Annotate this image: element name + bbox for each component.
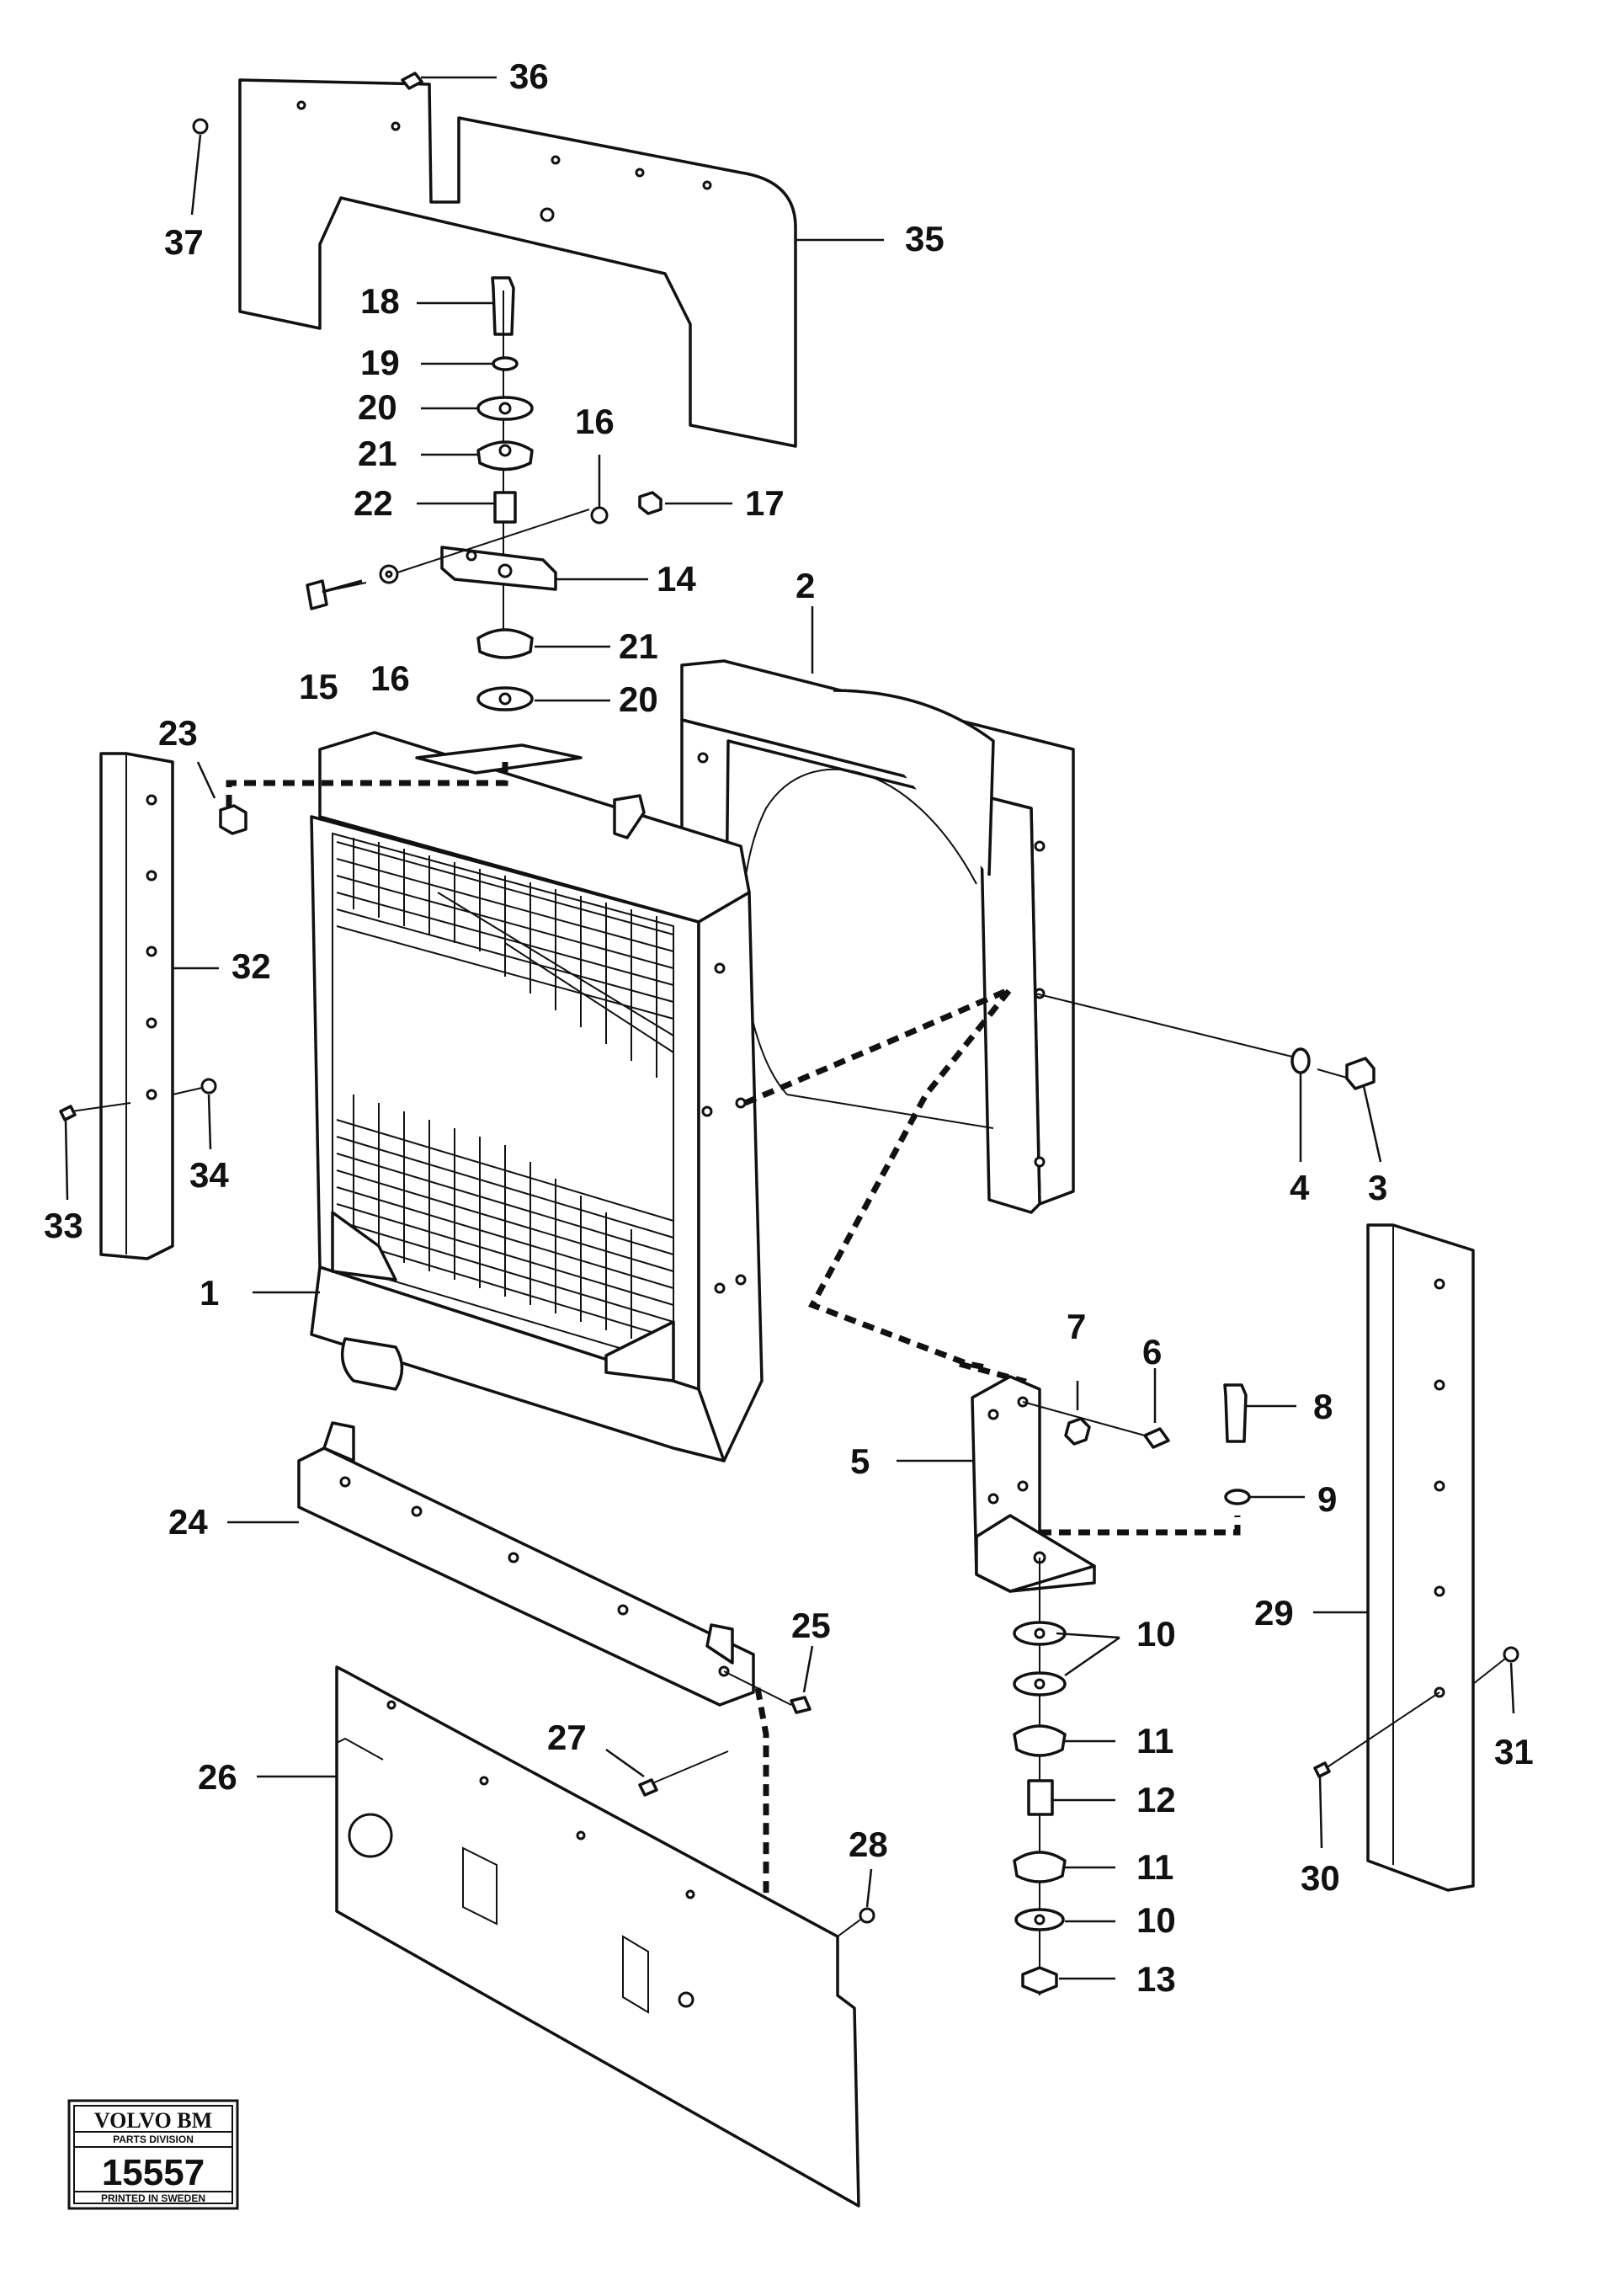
callout-11b: 11 <box>1136 1847 1173 1887</box>
callout-21b: 21 <box>619 626 658 666</box>
stamp-division: PARTS DIVISION <box>113 2134 194 2145</box>
callout-2: 2 <box>796 566 815 605</box>
lower-panel <box>257 1665 875 2208</box>
callout-15: 15 <box>299 667 338 706</box>
callout-18: 18 <box>360 281 400 321</box>
callout-34: 34 <box>189 1155 229 1195</box>
callout-3: 3 <box>1368 1168 1387 1207</box>
callout-31: 31 <box>1494 1732 1534 1771</box>
callout-35: 35 <box>905 219 945 258</box>
assembly-line <box>743 986 1013 1372</box>
lower-rail <box>227 1421 814 1714</box>
lower-bracket <box>897 1368 1305 1995</box>
stamp-number: 15557 <box>102 2152 205 2193</box>
callout-13: 13 <box>1136 1959 1176 1999</box>
cover-screw <box>401 72 497 90</box>
callout-25: 25 <box>791 1606 831 1645</box>
callout-20b: 20 <box>619 679 658 719</box>
assembly-line <box>1040 1516 1241 1536</box>
radiator-grille <box>336 838 674 1340</box>
callout-8: 8 <box>1313 1387 1333 1426</box>
callout-7: 7 <box>1067 1307 1086 1346</box>
callout-labels: 1 2 3 4 5 6 7 8 9 10 10 11 11 12 13 14 1… <box>44 56 1534 1999</box>
hex-nut <box>196 761 247 835</box>
cover-washer <box>190 118 209 216</box>
callout-9: 9 <box>1317 1479 1337 1519</box>
top-mounting-stack <box>306 276 732 711</box>
callout-4: 4 <box>1290 1168 1310 1207</box>
callout-16a: 16 <box>575 402 615 441</box>
callout-37: 37 <box>164 222 204 262</box>
callout-19: 19 <box>360 343 400 382</box>
callout-36: 36 <box>509 56 549 96</box>
callout-29: 29 <box>1254 1593 1294 1633</box>
stamp-brand: VOLVO BM <box>94 2108 212 2133</box>
callout-5: 5 <box>850 1441 870 1481</box>
callout-28: 28 <box>849 1825 888 1864</box>
callout-21a: 21 <box>358 434 397 473</box>
left-side-strip <box>59 752 219 1260</box>
callout-30: 30 <box>1301 1858 1340 1898</box>
top-cover-plate <box>238 78 797 448</box>
volvo-bm-stamp: VOLVO BM PARTS DIVISION 15557 PRINTED IN… <box>67 2099 239 2210</box>
callout-16b: 16 <box>370 658 410 698</box>
callout-1: 1 <box>200 1273 219 1313</box>
radiator-core <box>253 731 764 1462</box>
callout-20a: 20 <box>358 387 397 427</box>
callout-33: 33 <box>44 1206 83 1245</box>
callout-10a: 10 <box>1136 1614 1176 1654</box>
callout-11a: 11 <box>1136 1721 1173 1761</box>
callout-32: 32 <box>231 946 271 986</box>
lower-mounting-stack <box>1013 1621 1120 1995</box>
callout-24: 24 <box>168 1502 208 1542</box>
assembly-line <box>226 762 508 807</box>
callout-23: 23 <box>158 713 198 753</box>
callout-26: 26 <box>198 1757 237 1797</box>
callout-22: 22 <box>354 483 393 523</box>
callout-6: 6 <box>1142 1332 1162 1372</box>
callout-14: 14 <box>657 559 696 599</box>
callout-17: 17 <box>745 483 785 523</box>
stamp-printed: PRINTED IN SWEDEN <box>101 2192 205 2204</box>
shroud-fasteners <box>1035 993 1382 1163</box>
callout-12: 12 <box>1136 1780 1176 1819</box>
right-side-strip <box>1313 1223 1519 1892</box>
callout-27: 27 <box>547 1718 587 1757</box>
callout-10b: 10 <box>1136 1900 1176 1940</box>
